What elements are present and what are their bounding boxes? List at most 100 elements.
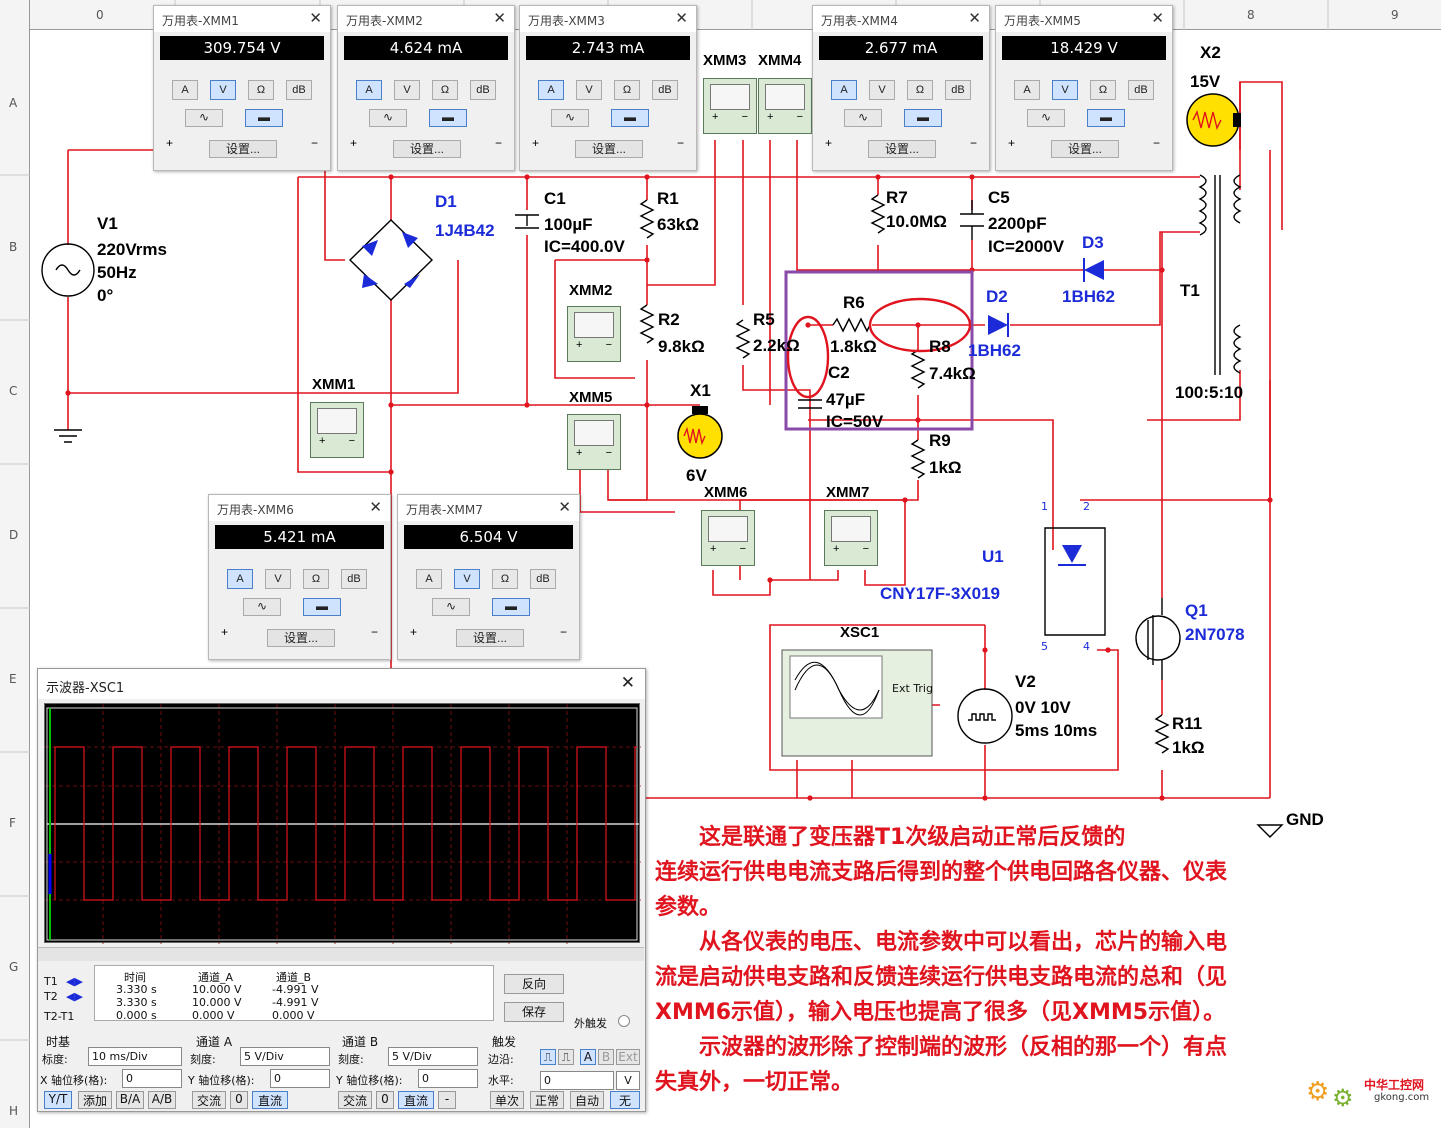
trigger-level-unit[interactable]: V: [616, 1071, 640, 1090]
close-icon[interactable]: ✕: [620, 673, 635, 693]
xmm5-minus-terminal[interactable]: −: [1152, 136, 1160, 150]
save-button[interactable]: 保存: [504, 1002, 564, 1022]
xmm7-plus-terminal[interactable]: +: [410, 625, 418, 639]
xmm2-meter-symbol[interactable]: +−: [567, 306, 621, 362]
xmm1-db-button[interactable]: dB: [286, 80, 312, 100]
xmm2-titlebar[interactable]: 万用表-XMM2✕: [338, 6, 514, 32]
xmm5-dc-line-icon[interactable]: ▬: [1087, 109, 1125, 127]
xmm6-settings-button[interactable]: 设置...: [267, 629, 335, 647]
xmm5-ac-wave-icon[interactable]: ∿: [1027, 109, 1065, 127]
xmm6-db-button[interactable]: dB: [341, 569, 367, 589]
xmm5-db-button[interactable]: dB: [1128, 80, 1154, 100]
xmm5-plus-terminal[interactable]: +: [1008, 136, 1016, 150]
xmm7-ammeter-button[interactable]: A: [416, 569, 442, 589]
xmm3-dc-line-icon[interactable]: ▬: [611, 109, 649, 127]
close-icon[interactable]: ✕: [968, 9, 981, 27]
xmm7-titlebar[interactable]: 万用表-XMM7✕: [398, 495, 579, 521]
channel-a-scale-field[interactable]: 5 V/Div: [240, 1047, 330, 1066]
channel-a-ac-button[interactable]: 交流: [192, 1091, 226, 1109]
xmm2-voltmeter-button[interactable]: V: [394, 80, 420, 100]
xmm3-ammeter-button[interactable]: A: [538, 80, 564, 100]
xmm6-voltmeter-button[interactable]: V: [265, 569, 291, 589]
xmm6-dc-line-icon[interactable]: ▬: [303, 598, 341, 616]
ext-trigger-radio[interactable]: [618, 1015, 630, 1027]
xmm1-ac-wave-icon[interactable]: ∿: [185, 109, 223, 127]
xmm7-meter-symbol[interactable]: +−: [824, 510, 878, 566]
xmm3-voltmeter-button[interactable]: V: [576, 80, 602, 100]
xmm4-titlebar[interactable]: 万用表-XMM4✕: [813, 6, 989, 32]
t1-cursor-left-icon[interactable]: ◀▶: [66, 975, 83, 988]
xmm4-minus-terminal[interactable]: −: [969, 136, 977, 150]
oscilloscope-screen[interactable]: [44, 703, 641, 944]
xmm2-ohmmeter-button[interactable]: Ω: [432, 80, 458, 100]
trigger-single-button[interactable]: 单次: [490, 1091, 524, 1109]
xmm4-ammeter-button[interactable]: A: [831, 80, 857, 100]
oscilloscope-titlebar[interactable]: 示波器-XSC1 ✕: [38, 669, 645, 699]
xmm4-ohmmeter-button[interactable]: Ω: [907, 80, 933, 100]
xmm7-db-button[interactable]: dB: [530, 569, 556, 589]
channel-a-offset-field[interactable]: 0: [270, 1069, 330, 1088]
oscilloscope-scrollbar[interactable]: [38, 947, 644, 961]
xmm1-titlebar[interactable]: 万用表-XMM1✕: [154, 6, 330, 32]
xmm6-meter-symbol[interactable]: +−: [701, 510, 755, 566]
close-icon[interactable]: ✕: [1151, 9, 1164, 27]
xmm2-db-button[interactable]: dB: [470, 80, 496, 100]
xmm4-ac-wave-icon[interactable]: ∿: [844, 109, 882, 127]
xmm1-dc-line-icon[interactable]: ▬: [245, 109, 283, 127]
timebase-scale-field[interactable]: 10 ms/Div: [88, 1047, 182, 1066]
xmm7-dc-line-icon[interactable]: ▬: [492, 598, 530, 616]
xmm2-ac-wave-icon[interactable]: ∿: [369, 109, 407, 127]
xmm1-ohmmeter-button[interactable]: Ω: [248, 80, 274, 100]
close-icon[interactable]: ✕: [558, 498, 571, 516]
xmm5-titlebar[interactable]: 万用表-XMM5✕: [996, 6, 1172, 32]
xmm5-meter-symbol[interactable]: +−: [567, 414, 621, 470]
channel-b-scale-field[interactable]: 5 V/Div: [388, 1047, 478, 1066]
xmm7-ohmmeter-button[interactable]: Ω: [492, 569, 518, 589]
xmm4-settings-button[interactable]: 设置...: [868, 140, 936, 158]
xmm4-dc-line-icon[interactable]: ▬: [904, 109, 942, 127]
xmm4-meter-symbol[interactable]: +−: [758, 78, 812, 134]
xmm3-settings-button[interactable]: 设置...: [575, 140, 643, 158]
xmm4-voltmeter-button[interactable]: V: [869, 80, 895, 100]
channel-b-zero-button[interactable]: 0: [376, 1091, 394, 1109]
xmm2-plus-terminal[interactable]: +: [350, 136, 358, 150]
xmm6-ohmmeter-button[interactable]: Ω: [303, 569, 329, 589]
reverse-button[interactable]: 反向: [504, 974, 564, 994]
xmm6-minus-terminal[interactable]: −: [370, 625, 378, 639]
mode-yt-button[interactable]: Y/T: [44, 1091, 72, 1109]
trigger-auto-button[interactable]: 自动: [570, 1091, 604, 1109]
xmm5-settings-button[interactable]: 设置...: [1051, 140, 1119, 158]
trigger-source-ext[interactable]: Ext: [616, 1049, 640, 1065]
oscilloscope-window[interactable]: 示波器-XSC1 ✕ 时间 通道_A 通道_B T1 ◀▶ 3.330 s 10…: [37, 668, 646, 1112]
xmm3-plus-terminal[interactable]: +: [532, 136, 540, 150]
channel-a-zero-button[interactable]: 0: [230, 1091, 248, 1109]
channel-b-ac-button[interactable]: 交流: [338, 1091, 372, 1109]
mode-add-button[interactable]: 添加: [78, 1091, 112, 1109]
channel-b-invert-button[interactable]: -: [438, 1091, 456, 1109]
xmm6-ac-wave-icon[interactable]: ∿: [243, 598, 281, 616]
close-icon[interactable]: ✕: [493, 9, 506, 27]
xmm7-ac-wave-icon[interactable]: ∿: [432, 598, 470, 616]
x-offset-field[interactable]: 0: [122, 1069, 182, 1088]
xmm2-ammeter-button[interactable]: A: [356, 80, 382, 100]
xmm3-meter-symbol[interactable]: +−: [703, 78, 757, 134]
xmm6-titlebar[interactable]: 万用表-XMM6✕: [209, 495, 390, 521]
xmm7-minus-terminal[interactable]: −: [559, 625, 567, 639]
mode-ba-button[interactable]: B/A: [116, 1091, 144, 1109]
xmm1-voltmeter-button[interactable]: V: [210, 80, 236, 100]
xmm1-minus-terminal[interactable]: −: [310, 136, 318, 150]
trigger-source-a[interactable]: A: [580, 1049, 596, 1065]
xmm4-db-button[interactable]: dB: [945, 80, 971, 100]
xmm3-ohmmeter-button[interactable]: Ω: [614, 80, 640, 100]
close-icon[interactable]: ✕: [369, 498, 382, 516]
xmm5-ammeter-button[interactable]: A: [1014, 80, 1040, 100]
xmm7-voltmeter-button[interactable]: V: [454, 569, 480, 589]
